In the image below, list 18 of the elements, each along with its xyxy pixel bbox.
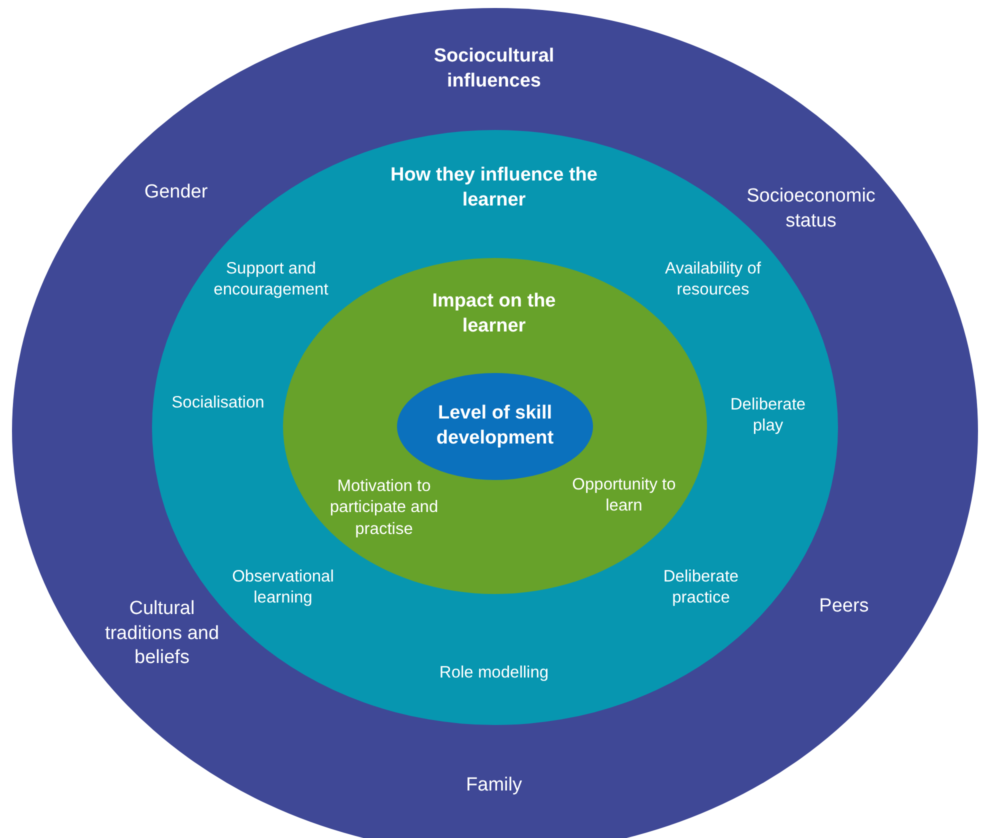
influence-label: Cultural traditions and beliefs [104, 596, 220, 670]
influence-label: Observational learning [231, 566, 335, 609]
influence-label: Socioeconomic status [746, 184, 876, 233]
influence-label: Support and encouragement [212, 258, 330, 301]
influence-label: Peers [818, 594, 870, 619]
influence-label: Motivation to participate and practise [328, 476, 440, 540]
ring-heading: Sociocultural influences [432, 44, 556, 93]
influence-label: Opportunity to learn [571, 474, 677, 517]
ring-heading: How they influence the learner [390, 163, 598, 212]
ring-heading: Impact on the learner [431, 289, 557, 338]
influence-label: Deliberate practice [662, 566, 740, 609]
influence-label: Socialisation [170, 392, 266, 414]
influence-label: Family [465, 774, 523, 798]
influence-label: Gender [143, 180, 209, 205]
influence-label: Role modelling [438, 662, 550, 684]
ring-heading: Level of skill development [435, 401, 555, 450]
influence-label: Deliberate play [729, 394, 807, 437]
influence-label: Availability of resources [664, 258, 762, 301]
